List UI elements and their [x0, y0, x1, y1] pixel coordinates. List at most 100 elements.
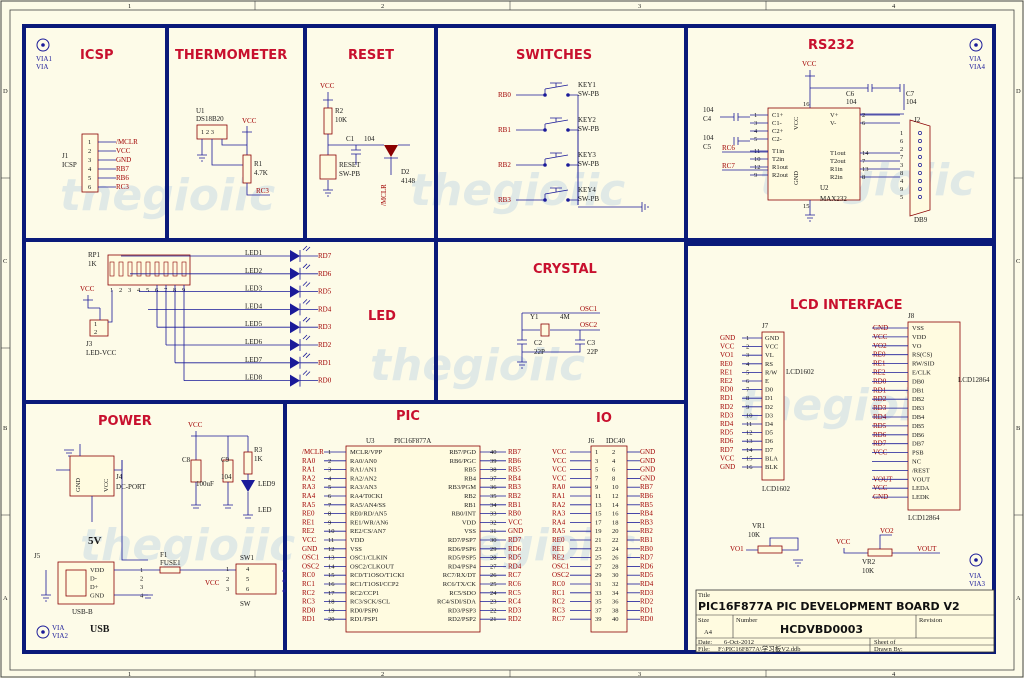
db9-connector — [909, 119, 931, 217]
usb-pin-name: D+ — [90, 584, 99, 591]
pic-left-pin-name: OSC2/CLKOUT — [350, 563, 394, 570]
io-title: IO — [596, 411, 612, 426]
io-left-net: RE1 — [552, 545, 565, 553]
icsp-net: GND — [116, 156, 131, 164]
switch-net: RB1 — [498, 126, 511, 134]
led-diode — [290, 374, 300, 387]
io-right-pin-num: 36 — [612, 599, 619, 606]
led9-value: LED — [258, 506, 272, 514]
lcd1602-pin-name: RS — [765, 361, 773, 368]
reset-sw-label: RESET — [339, 161, 361, 169]
drawn-label: Drawn By: — [874, 646, 903, 653]
lcd1602-pin-num: 6 — [746, 378, 750, 385]
pic-right-net: RD4 — [508, 562, 522, 570]
led-net: RD4 — [318, 305, 332, 313]
reset-sw-type: SW-PB — [339, 170, 360, 178]
db9-label: DB9 — [914, 216, 928, 224]
pic-left-pin-num: 4 — [328, 475, 332, 482]
io-left-net: RA0 — [552, 483, 566, 491]
max232-pin-name: T2in — [772, 156, 785, 163]
j3-jumper — [89, 319, 109, 337]
pic-left-net: RD0 — [302, 606, 316, 614]
io-right-net: RB6 — [640, 492, 653, 500]
frame-col-3-b: 3 — [638, 671, 641, 678]
pic-right-net: RC7 — [508, 571, 521, 579]
io-left-net: VCC — [552, 448, 567, 456]
reset-vcc: VCC — [320, 82, 335, 90]
pic-right-pin-name: VSS — [464, 528, 476, 535]
switch-net: RB3 — [498, 196, 511, 204]
usb-b-label: USB-B — [72, 608, 93, 616]
c4-value: 104 — [703, 106, 714, 114]
pic-right-net: RB6 — [508, 457, 521, 465]
pic-left-pin-num: 2 — [328, 458, 331, 465]
d2-value: 4148 — [401, 177, 416, 185]
io-right-net: GND — [640, 474, 655, 482]
thermometer-title: THERMOMETER — [175, 48, 287, 63]
vr1-pot — [757, 545, 783, 554]
led9-ref: LED9 — [258, 480, 276, 488]
pic-right-pin-num: 27 — [490, 563, 497, 570]
io-right-net: GND — [640, 457, 655, 465]
led-label: LED5 — [245, 320, 263, 328]
switches-block: RB0KEY1SW-PBRB1KEY2SW-PBRB2KEY3SW-PBRB3K… — [498, 81, 649, 212]
pic-right-pin-num: 32 — [490, 519, 497, 526]
led-label: LED7 — [245, 356, 263, 364]
rp-pin-num: 5 — [146, 287, 149, 294]
led9-diode — [241, 480, 255, 492]
j3-ref: J3 — [86, 340, 93, 348]
u3-ref: U3 — [366, 437, 375, 445]
lcd12864-pin-name: DB3 — [912, 405, 924, 412]
sw1-name: SW — [240, 600, 251, 608]
led-diode — [290, 356, 300, 369]
led-net: RD3 — [318, 323, 332, 331]
frame-col-2: 2 — [381, 3, 384, 10]
pic-left-pin-num: 14 — [328, 563, 335, 570]
io-left-net: RA5 — [552, 527, 566, 535]
db9-pin-num: 1 — [900, 130, 903, 137]
pic-right-pin-num: 40 — [490, 449, 497, 456]
rs232-vcc: VCC — [802, 60, 817, 68]
lcd12864-pin-name: DB0 — [912, 378, 924, 385]
pic-left-net: RD1 — [302, 615, 316, 623]
lcd1602-pin-num: 8 — [746, 395, 749, 402]
vr1-ref: VR1 — [752, 522, 766, 530]
switch-net: RB0 — [498, 91, 511, 99]
pic-left-pin-num: 7 — [328, 502, 332, 509]
icsp-pin-num: 1 — [88, 139, 91, 146]
io-right-net: RD1 — [640, 606, 654, 614]
pic-right-pin-num: 23 — [490, 599, 497, 606]
lcd1602-side: LCD1602 — [786, 368, 815, 376]
io-left-pin-num: 37 — [595, 607, 602, 614]
io-left-net: RE0 — [552, 536, 565, 544]
c4-ref: C4 — [703, 115, 712, 123]
io-left-net: VCC — [552, 466, 567, 474]
max232-pin-num: 13 — [862, 166, 869, 173]
c5-ref: C5 — [703, 143, 712, 151]
lcd1602-pin-name: VCC — [765, 344, 778, 351]
io-right-net: RD0 — [640, 615, 654, 623]
j3-pin-2: 2 — [94, 329, 97, 336]
led-diode — [290, 339, 300, 351]
pic-right-pin-name: RB7/PGD — [449, 449, 476, 456]
lcd1602-net: VO1 — [720, 351, 734, 359]
pic-right-pin-num: 26 — [490, 572, 497, 579]
power-block: GND VCC J4 DC-PORT 5V VCC C8 100uF C9 10… — [34, 421, 286, 635]
icsp-connector — [81, 133, 99, 193]
y1-crystal — [540, 323, 550, 337]
db9-pin-num: 2 — [900, 146, 903, 153]
led-net: RD0 — [318, 377, 332, 385]
lcd12864-pin-name: DB7 — [912, 441, 925, 448]
pic-left-pin-num: 12 — [328, 546, 335, 553]
c6-value: 104 — [846, 98, 857, 106]
frame-row-d-r: D — [1016, 88, 1021, 95]
icsp-ref: J1 — [62, 152, 69, 160]
pic-left-pin-num: 6 — [328, 493, 332, 500]
j8-ref: J8 — [908, 312, 915, 320]
lcd12864-pin-name: VO — [912, 343, 922, 350]
size-label: Size — [698, 617, 709, 624]
lcd-interface-title: LCD INTERFACE — [790, 298, 903, 313]
